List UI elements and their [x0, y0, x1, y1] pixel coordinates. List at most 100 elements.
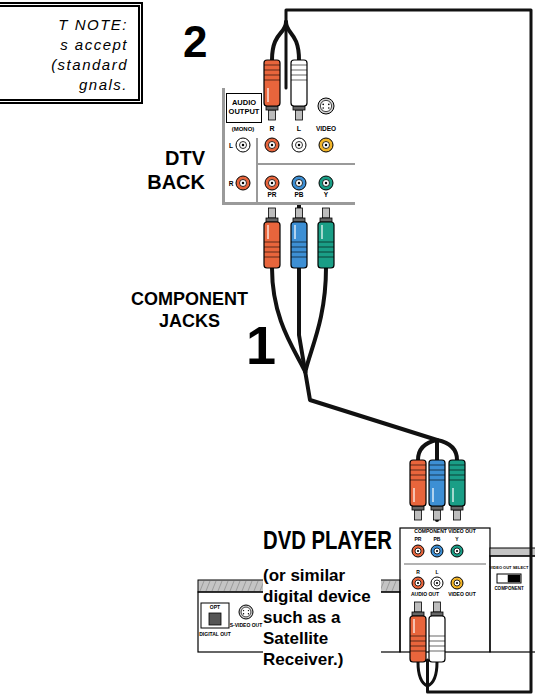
- jack-hole: [269, 180, 276, 187]
- jack-hole: [240, 180, 247, 187]
- s-video-pin: [248, 610, 249, 611]
- jack-ring: [265, 176, 279, 190]
- plug-tip: [434, 510, 441, 520]
- panel: AUDIO OUTPUTDTV BACK: [222, 88, 355, 205]
- jack-ring: [451, 545, 463, 557]
- rca-plug: [264, 208, 280, 268]
- optical-port: [201, 603, 229, 628]
- jack-pin: [242, 182, 245, 185]
- rca-plug: [291, 208, 307, 268]
- jack-label: OPT: [210, 605, 220, 611]
- jack-hole: [415, 580, 421, 586]
- callout-text: COMPONENT JACKS: [127, 288, 252, 332]
- jack-pin: [298, 182, 301, 185]
- plug-grip: [449, 475, 465, 476]
- device-hatch: [200, 581, 204, 591]
- plug-tip: [454, 510, 461, 520]
- plug-body: [318, 222, 334, 268]
- device-hatch: [206, 581, 210, 591]
- jack-label: VIDEO: [316, 125, 336, 132]
- rca-plug: [291, 60, 307, 120]
- jack-label: R: [229, 180, 234, 187]
- jack-label: R: [269, 125, 274, 133]
- jack-hole: [415, 548, 421, 554]
- plug-body: [410, 616, 426, 662]
- plug-grip: [318, 252, 334, 253]
- jack-label: Y: [455, 537, 458, 543]
- jack-ring: [319, 176, 333, 190]
- plug-grip: [291, 252, 307, 253]
- plug-grip: [429, 636, 445, 637]
- plug-grip: [264, 80, 280, 81]
- plug-body: [449, 460, 465, 506]
- device-hatch: [212, 581, 216, 591]
- device-hatch: [254, 581, 258, 591]
- cable: [272, 22, 286, 60]
- plug-highlight: [413, 488, 414, 502]
- plug-grip: [449, 470, 465, 471]
- s-video-hole: [241, 607, 251, 617]
- s-video-pin: [328, 107, 330, 109]
- jack-pin: [456, 582, 458, 584]
- jack-ring: [236, 138, 250, 152]
- jack-pin: [271, 144, 274, 147]
- plug-highlight: [432, 488, 433, 502]
- plug-highlight: [432, 619, 433, 633]
- jack-pin: [298, 144, 301, 147]
- switch-slider: [508, 575, 520, 582]
- plug-grip: [291, 75, 307, 76]
- jack-hole: [269, 142, 276, 149]
- plug-highlight: [267, 88, 268, 102]
- plug-grip: [264, 70, 280, 71]
- cable: [305, 268, 326, 372]
- device-hatch: [236, 581, 240, 591]
- jack-ring: [319, 138, 333, 152]
- plug-grip: [429, 470, 445, 471]
- plug-tip: [323, 208, 330, 218]
- jack-hole: [323, 180, 330, 187]
- plug-grip: [410, 646, 426, 647]
- plug-grip: [449, 465, 465, 466]
- jack-pin: [242, 144, 245, 147]
- note-heading: T NOTE:: [0, 15, 128, 35]
- jack-ring: [236, 176, 250, 190]
- plug-highlight: [294, 88, 295, 102]
- s-video-pin: [243, 613, 244, 614]
- plug-tip: [296, 110, 303, 120]
- plug-grip: [264, 252, 280, 253]
- jack-label: S-VIDEO OUT: [230, 623, 263, 629]
- device-hatch: [386, 581, 390, 591]
- plug-grip: [410, 651, 426, 652]
- jack-label: COMPONENT VIDEO OUT: [414, 529, 475, 535]
- jack-ring: [412, 545, 424, 557]
- plug-body: [410, 460, 426, 506]
- jack-ring: [265, 138, 279, 152]
- jack-hole: [323, 142, 330, 149]
- plug-grip: [410, 641, 426, 642]
- jack-ring: [292, 176, 306, 190]
- plug-body: [264, 222, 280, 268]
- jack-label: L: [297, 125, 301, 133]
- cable-connector: [299, 205, 437, 520]
- jack-hole: [454, 548, 460, 554]
- jack-pin: [417, 582, 419, 584]
- jack-pin: [436, 550, 438, 552]
- plug-grip: [264, 65, 280, 66]
- device-hatch: [218, 581, 222, 591]
- plug-body: [429, 616, 445, 662]
- jack-hole: [296, 142, 303, 149]
- jack-label: Y: [324, 191, 328, 198]
- panel-label: AUDIO OUTPUT: [227, 98, 261, 116]
- s-video-pin: [322, 107, 324, 109]
- device-top: [490, 548, 535, 556]
- plug-tip: [296, 208, 303, 218]
- jack-label: VIDEO OUT SELECT: [490, 566, 529, 570]
- plug-tip: [434, 602, 441, 612]
- plug-grip: [264, 242, 280, 243]
- jack-label: PB: [434, 537, 441, 543]
- s-video-jack: [239, 605, 253, 619]
- device-face: [490, 556, 535, 652]
- plug-grip: [264, 257, 280, 258]
- jack-label: PR: [415, 537, 422, 543]
